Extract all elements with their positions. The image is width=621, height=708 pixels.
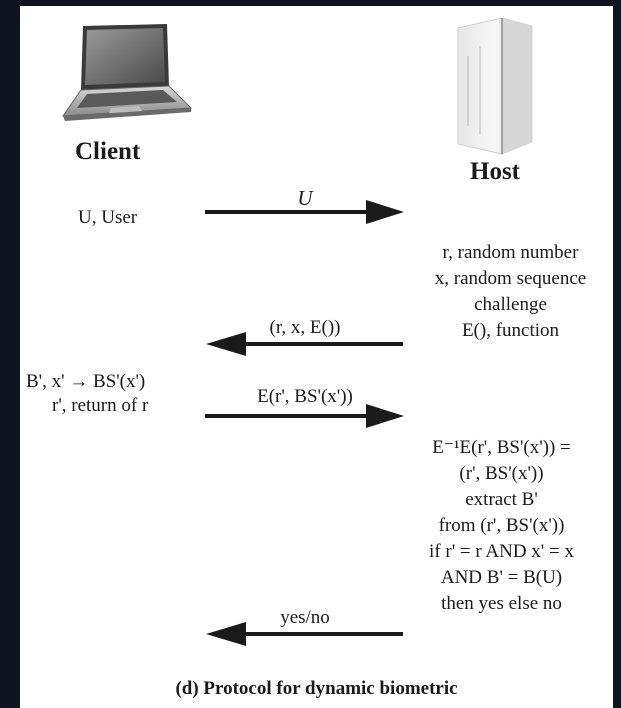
client-note-response: r', return of r xyxy=(52,395,149,416)
host-verify-line: AND B' = B(U) xyxy=(440,567,563,588)
host-verify-line: if r' = r AND x' = x xyxy=(429,541,574,562)
host-verify-line: then yes else no xyxy=(441,593,562,614)
host-note-line: r, random number xyxy=(442,242,579,263)
host-verify-line: from (r', BS'(x')) xyxy=(438,515,565,536)
host-note-line: x, random sequence xyxy=(434,268,587,289)
message-label-result: yes/no xyxy=(280,607,330,628)
server-tower-icon xyxy=(457,17,533,155)
client-note-derive: B', x' → BS'(x') xyxy=(26,371,146,392)
message-label-challenge: (r, x, E()) xyxy=(269,317,341,338)
figure-caption: (d) Protocol for dynamic biometric xyxy=(175,678,458,699)
arrow-result-to-client xyxy=(206,622,403,646)
host-verify-line: E⁻¹E(r', BS'(x')) = xyxy=(432,437,571,458)
message-label-user: U xyxy=(297,186,313,210)
host-label: Host xyxy=(470,158,520,185)
host-note-line: challenge xyxy=(474,294,547,315)
host-note-line: E(), function xyxy=(461,320,560,341)
client-note-user: U, User xyxy=(78,207,138,228)
message-arrows xyxy=(205,200,404,646)
message-label-response: E(r', BS'(x')) xyxy=(257,386,353,407)
diagram-panel: Client Host U (r, x, E()) E(r', BS'(x'))… xyxy=(20,6,613,708)
arrow-response-to-host xyxy=(205,404,404,428)
laptop-icon xyxy=(62,24,193,121)
host-verify-line: extract B' xyxy=(465,489,538,510)
client-label: Client xyxy=(75,138,141,165)
arrow-challenge-to-client xyxy=(206,332,403,356)
host-verify-line: (r', BS'(x')) xyxy=(459,463,544,484)
arrow-user-to-host xyxy=(205,200,404,224)
